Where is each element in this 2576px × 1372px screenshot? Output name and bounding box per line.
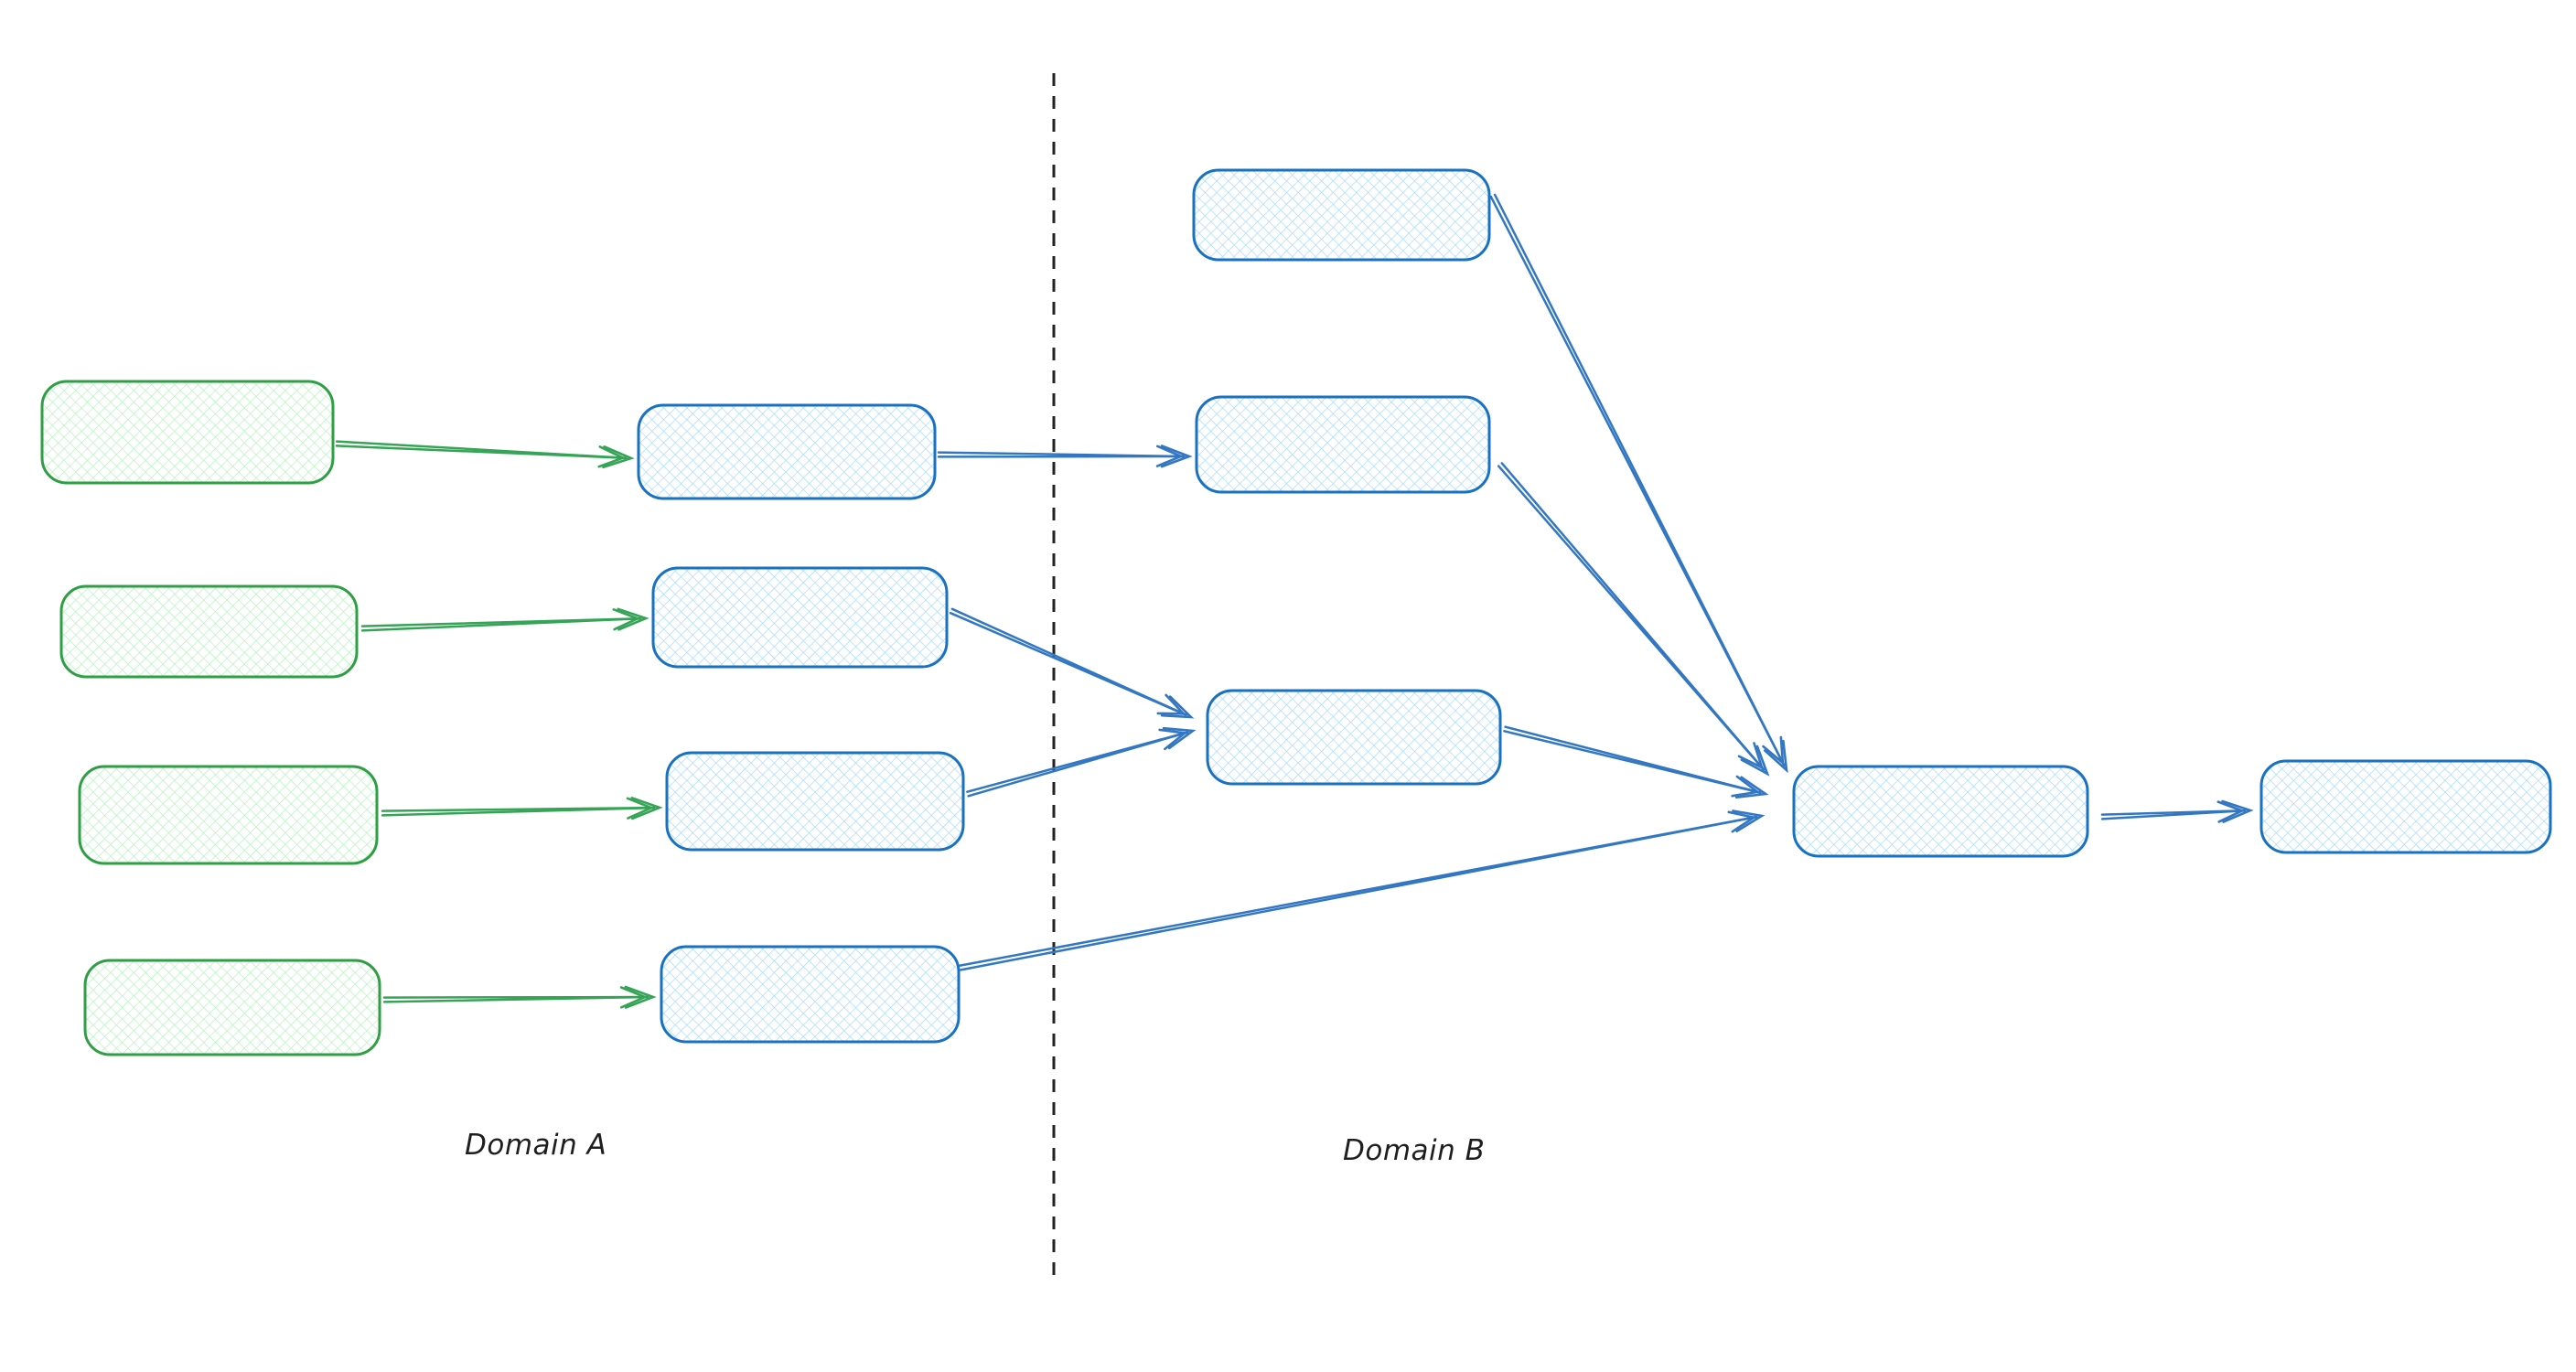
arrow-input3-process3[interactable] (381, 797, 663, 820)
domain-a-process-1[interactable] (637, 403, 937, 500)
domain-a-input-3[interactable] (78, 765, 379, 865)
domain-b-label[interactable]: Domain B (1343, 1134, 1485, 1167)
nodes-layer (40, 168, 2552, 1056)
arrow-bnode3-aggregator[interactable] (1503, 725, 1769, 799)
domain-a-process-2[interactable] (651, 566, 949, 669)
domain-b-node-3[interactable] (1206, 689, 1502, 786)
domain-a-label[interactable]: Domain A (465, 1129, 606, 1162)
arrow-bnode2-aggregator[interactable] (1497, 462, 1770, 777)
arrow-process2-bnode3[interactable] (949, 607, 1195, 719)
domain-b-output[interactable] (2259, 759, 2552, 854)
domain-a-process-4[interactable] (660, 945, 961, 1044)
domain-b-node-2[interactable] (1195, 395, 1491, 494)
arrow-aggregator-output[interactable] (2100, 799, 2254, 823)
domain-a-input-2[interactable] (59, 584, 359, 679)
arrow-process1-bnode2[interactable] (937, 445, 1193, 468)
arrow-input2-process2[interactable] (360, 607, 649, 632)
edges-layer (335, 193, 2254, 1009)
domain-a-input-4[interactable] (83, 959, 381, 1056)
arrow-process4-aggregator[interactable] (959, 809, 1766, 971)
arrow-bnode1-aggregator[interactable] (1489, 193, 1788, 774)
arrow-input4-process4[interactable] (382, 985, 657, 1009)
domain-a-process-3[interactable] (665, 751, 965, 852)
arrow-process3-bnode3[interactable] (966, 726, 1197, 798)
domain-b-aggregator[interactable] (1792, 765, 2089, 858)
arrow-input1-process1[interactable] (335, 440, 635, 469)
domain-a-input-1[interactable] (40, 380, 335, 485)
domain-b-node-1[interactable] (1192, 168, 1491, 262)
